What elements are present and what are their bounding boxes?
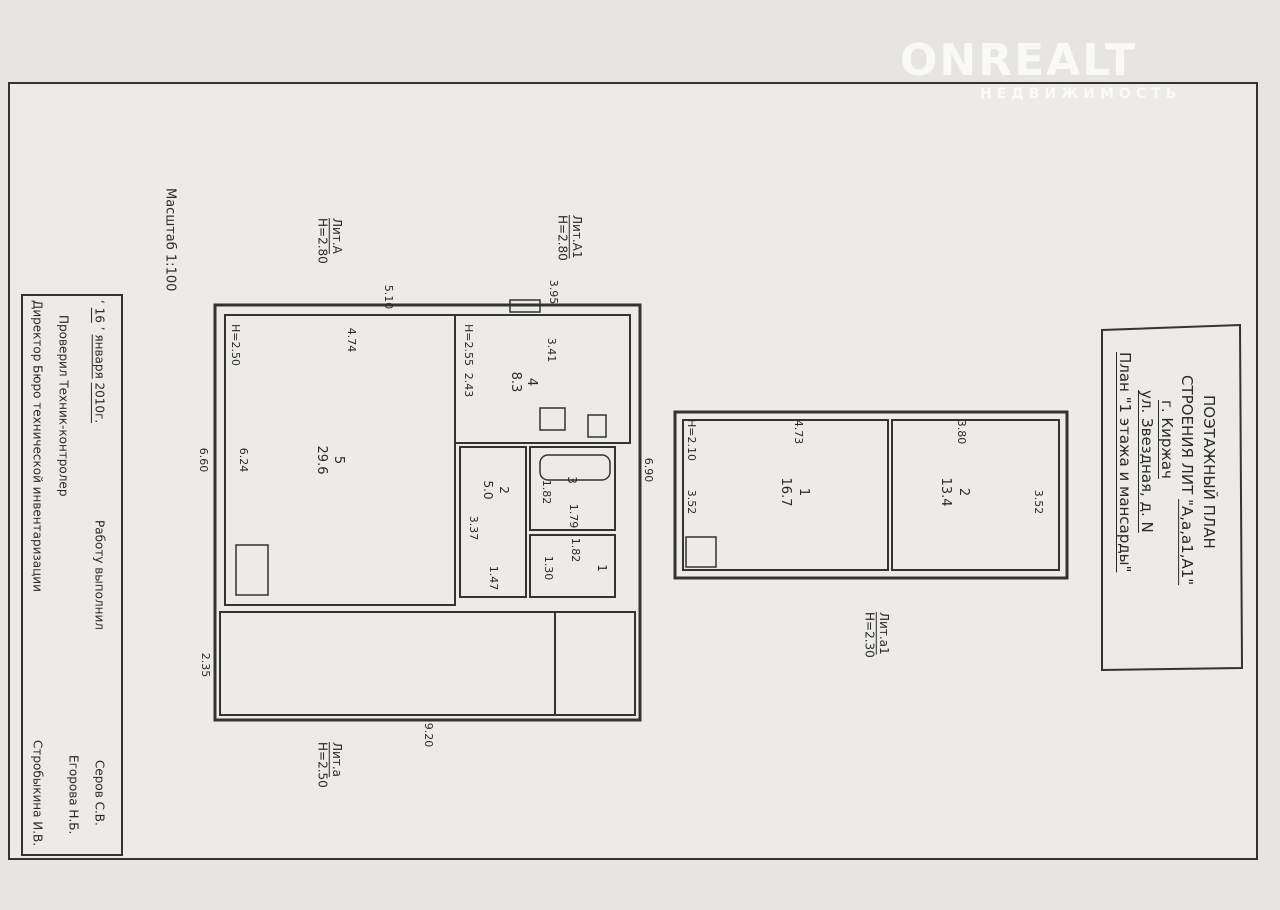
attic-outline bbox=[673, 410, 1069, 580]
room4-height: Н=2.55 bbox=[462, 324, 475, 366]
room4-area: 8.3 bbox=[508, 372, 523, 393]
checked-label: Проверил Техник-контролер bbox=[56, 315, 71, 497]
room2-number: 2 bbox=[497, 486, 511, 494]
signature-box bbox=[21, 294, 123, 856]
room1-length: 1.47 bbox=[487, 566, 500, 591]
room5-length: 6.24 bbox=[237, 448, 250, 473]
room-4 bbox=[454, 314, 631, 444]
title-street: ул. Звездная, д. N bbox=[1138, 390, 1156, 533]
dim-top-a: 5.10 bbox=[382, 285, 395, 310]
scale-label: Масштаб 1:100 bbox=[162, 188, 178, 292]
date-year: 2010г. bbox=[92, 382, 107, 424]
stove-icon bbox=[539, 407, 566, 431]
attic-stairs-icon bbox=[685, 536, 717, 568]
director-label: Директор Бюро технической инвентаризации bbox=[30, 300, 45, 592]
litera-height: Н=2.80 bbox=[315, 218, 330, 264]
title-plan: План "1 этажа и мансарды" bbox=[1116, 352, 1134, 573]
attic-room2-length: 3.52 bbox=[1032, 490, 1045, 515]
litera-name: Лит.А1 bbox=[569, 215, 584, 259]
room1-width: 1.82 bbox=[569, 538, 582, 563]
room-1 bbox=[529, 534, 616, 598]
room-2 bbox=[459, 446, 527, 598]
attic-room1-width: 4.73 bbox=[792, 420, 805, 445]
title-line2: СТРОЕНИЯ ЛИТ "А,а,а1,А1" bbox=[1178, 375, 1196, 585]
room5-height: Н=2.50 bbox=[229, 324, 242, 366]
title-box bbox=[1101, 323, 1244, 672]
main-building-outline bbox=[213, 303, 642, 722]
watermark-logo: ONREALT НЕДВИЖИМОСТЬ bbox=[900, 35, 1181, 102]
dim-left: 6.60 bbox=[197, 448, 210, 473]
dim-bottom-a: 2.35 bbox=[199, 653, 212, 678]
attic-room2-number: 2 bbox=[956, 488, 971, 496]
litera-name: Лит.а bbox=[329, 742, 344, 777]
bathtub-icon bbox=[539, 454, 611, 481]
room2-length: 3.37 bbox=[467, 516, 480, 541]
litera-height: Н=2.30 bbox=[862, 612, 877, 658]
title-line2-prefix: СТРОЕНИЯ ЛИТ bbox=[1178, 375, 1196, 495]
room-5 bbox=[224, 314, 456, 606]
stairs-icon bbox=[235, 544, 269, 596]
litera-height: Н=2.80 bbox=[555, 215, 570, 261]
room1-area: 1.30 bbox=[542, 556, 555, 581]
room4-width: 3.41 bbox=[545, 338, 558, 363]
watermark-brand: ONREALT bbox=[900, 35, 1137, 86]
performed-name: Серов С.В. bbox=[92, 760, 107, 826]
title-line2-value: "А,а,а1,А1" bbox=[1178, 499, 1196, 586]
date-month: января bbox=[92, 334, 107, 379]
room3-number: 3 bbox=[565, 476, 579, 484]
dim-right: 6.90 bbox=[642, 458, 655, 483]
litera-name: Лит.А bbox=[329, 218, 344, 254]
attic-room1-area: 16.7 bbox=[778, 478, 793, 507]
room-3 bbox=[529, 446, 616, 531]
attic-room2-width: 3.80 bbox=[955, 420, 968, 445]
room5-number: 5 bbox=[331, 456, 346, 464]
title-line1: ПОЭТАЖНЫЙ ПЛАН bbox=[1200, 395, 1218, 549]
boiler-icon bbox=[587, 414, 607, 438]
lit-a-veranda bbox=[219, 611, 636, 716]
room1-number: 1 bbox=[595, 564, 609, 572]
room4-length: 2.43 bbox=[462, 373, 475, 398]
checked-name: Егорова Н.Б. bbox=[66, 755, 81, 835]
director-name: Стробыкина И.В. bbox=[30, 740, 45, 847]
litera-name: Лит.а1 bbox=[876, 612, 891, 655]
room5-width: 4.74 bbox=[345, 328, 358, 353]
room4-number: 4 bbox=[524, 378, 539, 386]
dim-bottom-total: 9.20 bbox=[422, 723, 435, 748]
litera-height: Н=2.50 bbox=[315, 742, 330, 788]
attic-room1-length: 3.52 bbox=[685, 490, 698, 515]
dim-top-a1: 3.95 bbox=[547, 280, 560, 305]
watermark-tagline: НЕДВИЖИМОСТЬ bbox=[980, 86, 1182, 102]
room5-area: 29.6 bbox=[314, 446, 329, 475]
attic-room2-area: 13.4 bbox=[938, 478, 953, 507]
attic-room1-number: 1 bbox=[796, 488, 811, 496]
performed-label: Работу выполнил bbox=[92, 520, 107, 630]
title-city: г. Киржач bbox=[1158, 400, 1176, 479]
room3-area: 1.82 bbox=[540, 480, 553, 505]
date-line: ‘ 16 ’ января 2010г. bbox=[92, 300, 107, 424]
attic-room1-height: Н=2.10 bbox=[685, 419, 698, 461]
room3-width: 1.79 bbox=[567, 504, 580, 529]
date-day: 16 bbox=[92, 307, 107, 323]
room2-area: 5.0 bbox=[481, 480, 495, 499]
